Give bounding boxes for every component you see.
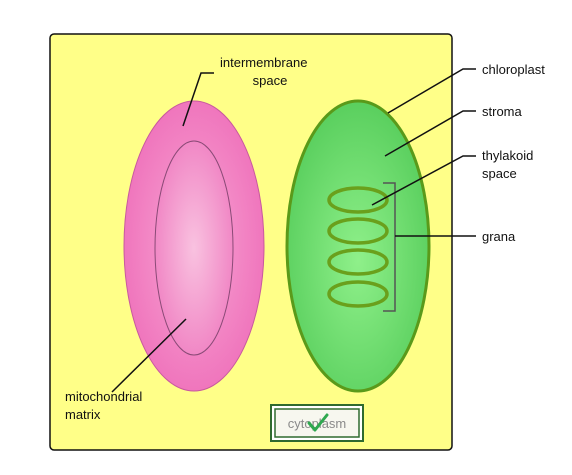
check-icon: [307, 413, 329, 432]
thylakoid-disc: [327, 248, 389, 276]
label-intermembrane-line1: intermembrane: [220, 55, 307, 70]
grana-stack: [327, 186, 389, 308]
answer-box-inner: [274, 408, 360, 438]
label-mito-matrix-line2: matrix: [65, 407, 101, 422]
label-stroma: stroma: [482, 104, 523, 119]
pointer-mito-matrix: [111, 318, 187, 393]
chloroplast-organelle: [285, 99, 431, 393]
label-chloroplast: chloroplast: [482, 62, 545, 77]
thylakoid-disc: [327, 280, 389, 308]
label-grana: grana: [482, 229, 516, 244]
thylakoid-disc: [327, 186, 389, 214]
chloroplast-body: [285, 99, 431, 393]
label-thylakoid-line1: thylakoid: [482, 148, 533, 163]
mitochondrion: [123, 100, 265, 392]
label-thylakoid-line2: space: [482, 166, 517, 181]
grana-bracket: [383, 182, 396, 312]
pointer-stroma: [384, 110, 476, 157]
pointer-chloroplast: [387, 68, 476, 114]
label-intermembrane-line2: space: [253, 73, 288, 88]
answer-text: cytoplasm: [288, 416, 347, 431]
thylakoid-disc: [327, 217, 389, 245]
label-mito-matrix-line1: mitochondrial: [65, 389, 142, 404]
answer-box[interactable]: cytoplasm: [270, 404, 364, 442]
mitochondrion-inner-membrane: [154, 140, 234, 356]
pointer-intermembrane: [182, 72, 214, 127]
pointer-thylakoid: [371, 155, 476, 206]
